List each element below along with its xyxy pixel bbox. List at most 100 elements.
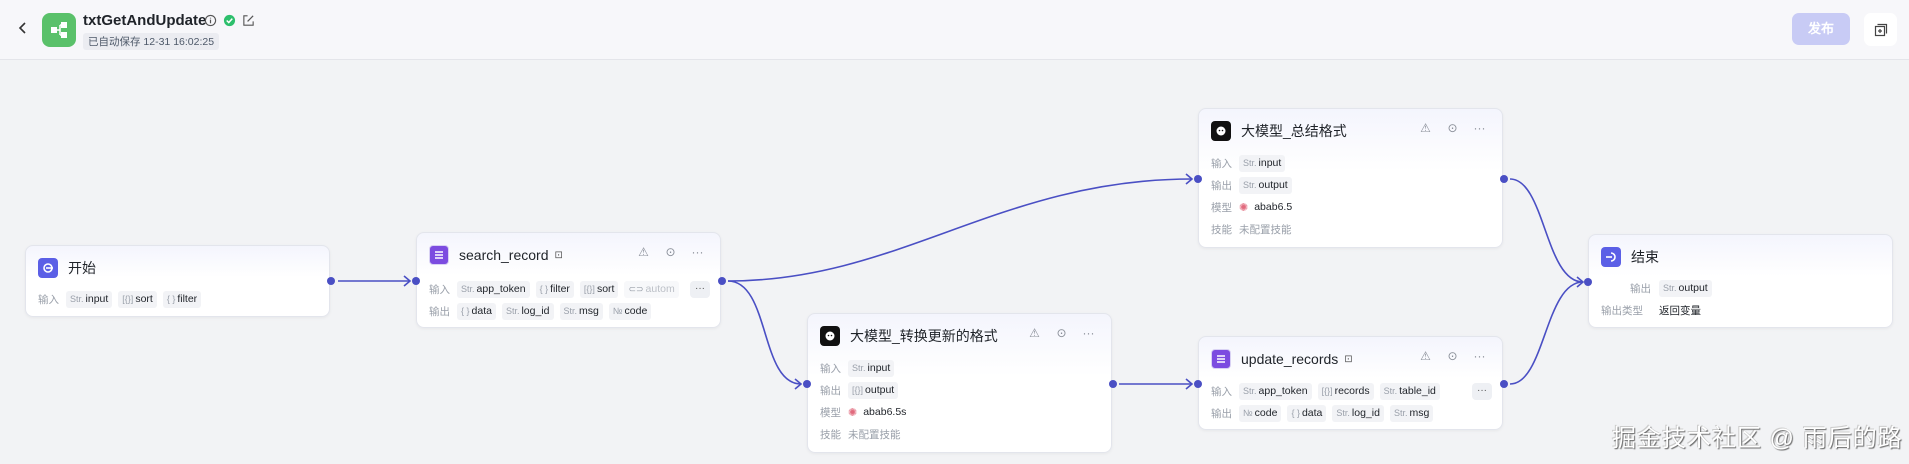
edge-search-convert xyxy=(727,280,802,385)
chevron-left-icon xyxy=(18,22,26,34)
node-end[interactable]: 结束 输出 Str.output 输出类型 返回变量 xyxy=(1588,234,1893,328)
param-tag: Str.output xyxy=(1239,176,1292,194)
workflow-icon xyxy=(51,22,67,38)
model-label: 模型 xyxy=(1211,201,1232,214)
model-name: abab6.5 xyxy=(1254,201,1293,213)
more-icon[interactable]: ··· xyxy=(691,245,704,259)
param-tag: Str.output xyxy=(1659,279,1712,297)
output-type-value: 返回变量 xyxy=(1659,304,1701,317)
alert-off-icon[interactable]: ⚠ xyxy=(1029,326,1040,340)
model-label: 模型 xyxy=(820,406,841,419)
node-llm-convert[interactable]: 大模型_转换更新的格式 ⚠ ⊙ ··· 输入 Str.input 输出 [{}]… xyxy=(807,313,1112,453)
top-bar: txtGetAndUpdate 已自动保存 12-31 16:02:25 发布 xyxy=(0,0,1909,60)
table-plugin-icon xyxy=(1211,349,1231,369)
info-icon[interactable] xyxy=(204,14,217,27)
edit-icon[interactable] xyxy=(242,14,255,27)
output-port[interactable] xyxy=(1500,175,1508,183)
skill-label: 技能 xyxy=(1211,223,1232,236)
input-port[interactable] xyxy=(1584,278,1592,286)
output-port[interactable] xyxy=(327,277,335,285)
node-start[interactable]: 开始 输入 Str.input [{}]sort { }filter xyxy=(25,245,330,317)
end-icon xyxy=(1601,247,1621,267)
start-icon xyxy=(38,258,58,278)
play-circle-icon[interactable]: ⊙ xyxy=(1447,121,1458,135)
play-circle-icon[interactable]: ⊙ xyxy=(1056,326,1067,340)
skill-label: 技能 xyxy=(820,428,841,441)
watermark: 掘金技术社区 @ 雨后的路 xyxy=(1612,425,1903,452)
param-tag: { }filter xyxy=(535,280,574,298)
llm-icon xyxy=(820,326,840,346)
param-tag: Str.table_id xyxy=(1379,382,1440,400)
param-tag: Str.app_token xyxy=(1239,382,1312,400)
skill-value: 未配置技能 xyxy=(1239,223,1292,236)
node-search-record[interactable]: search_record ⊡ ⚠ ⊙ ··· 输入 Str.app_token… xyxy=(416,232,721,328)
param-tag: [{}]sort xyxy=(579,280,619,298)
skill-value: 未配置技能 xyxy=(848,428,901,441)
node-title: update_records xyxy=(1241,351,1339,367)
copy-add-icon xyxy=(1874,23,1887,36)
output-label: 输出 xyxy=(820,384,841,397)
output-label: 输出 xyxy=(429,305,450,318)
output-port[interactable] xyxy=(1109,380,1117,388)
input-label: 输入 xyxy=(820,362,841,375)
more-icon[interactable]: ··· xyxy=(1082,326,1095,340)
llm-icon xyxy=(1211,121,1231,141)
alert-off-icon[interactable]: ⚠ xyxy=(1420,121,1431,135)
node-title: 结束 xyxy=(1631,249,1659,265)
param-tag: [{}]sort xyxy=(118,290,157,308)
input-label: 输入 xyxy=(1211,157,1232,170)
plugin-badge-icon: ⊡ xyxy=(1344,353,1353,365)
input-label: 输入 xyxy=(1211,385,1232,398)
param-tag: Str.input xyxy=(66,290,113,308)
input-label: 输入 xyxy=(429,283,450,296)
param-tag: Str.input xyxy=(1239,154,1286,172)
node-llm-summary[interactable]: 大模型_总结格式 ⚠ ⊙ ··· 输入 Str.input 输出 Str.out… xyxy=(1198,108,1503,248)
check-circle-icon xyxy=(223,14,236,27)
model-icon: ✺ xyxy=(848,406,858,419)
input-port[interactable] xyxy=(1194,380,1202,388)
node-update-records[interactable]: update_records ⊡ ⚠ ⊙ ··· 输入 Str.app_toke… xyxy=(1198,336,1503,430)
copy-button[interactable] xyxy=(1864,13,1897,46)
plugin-badge-icon: ⊡ xyxy=(554,249,563,261)
output-type-label: 输出类型 xyxy=(1601,304,1643,317)
param-tag: Str.log_id xyxy=(501,302,554,320)
param-tag: [{}]output xyxy=(848,381,899,399)
input-port[interactable] xyxy=(803,380,811,388)
edge-update-end xyxy=(1509,281,1584,385)
publish-button[interactable]: 发布 xyxy=(1792,13,1850,45)
back-button[interactable] xyxy=(12,18,34,40)
param-tag: Str.input xyxy=(848,359,895,377)
input-port[interactable] xyxy=(1194,175,1202,183)
model-name: abab6.5s xyxy=(863,406,907,418)
table-plugin-icon xyxy=(429,245,449,265)
edge-summary-end xyxy=(1509,178,1584,283)
input-port[interactable] xyxy=(412,277,420,285)
more-params-button[interactable]: ··· xyxy=(690,281,710,298)
param-tag: [{}]records xyxy=(1317,382,1374,400)
autosave-status: 已自动保存 12-31 16:02:25 xyxy=(83,33,220,50)
play-circle-icon[interactable]: ⊙ xyxy=(1447,349,1458,363)
more-params-button[interactable]: ··· xyxy=(1472,383,1492,400)
edge-search-summary xyxy=(727,178,1193,282)
node-title: 大模型_转换更新的格式 xyxy=(850,328,998,344)
more-icon[interactable]: ··· xyxy=(1473,121,1486,135)
param-tag: Str.app_token xyxy=(457,280,530,298)
output-label: 输出 xyxy=(1211,407,1232,420)
output-label: 输出 xyxy=(1630,282,1651,295)
play-circle-icon[interactable]: ⊙ xyxy=(665,245,676,259)
input-label: 输入 xyxy=(38,293,59,306)
output-label: 输出 xyxy=(1211,179,1232,192)
output-port[interactable] xyxy=(718,277,726,285)
param-tag: Str.msg xyxy=(559,302,603,320)
param-tag: Str.log_id xyxy=(1332,404,1384,422)
more-icon[interactable]: ··· xyxy=(1473,349,1486,363)
alert-off-icon[interactable]: ⚠ xyxy=(1420,349,1431,363)
node-title: search_record xyxy=(459,247,549,263)
node-title: 开始 xyxy=(68,260,96,276)
node-title: 大模型_总结格式 xyxy=(1241,123,1347,139)
alert-off-icon[interactable]: ⚠ xyxy=(638,245,649,259)
output-port[interactable] xyxy=(1500,380,1508,388)
